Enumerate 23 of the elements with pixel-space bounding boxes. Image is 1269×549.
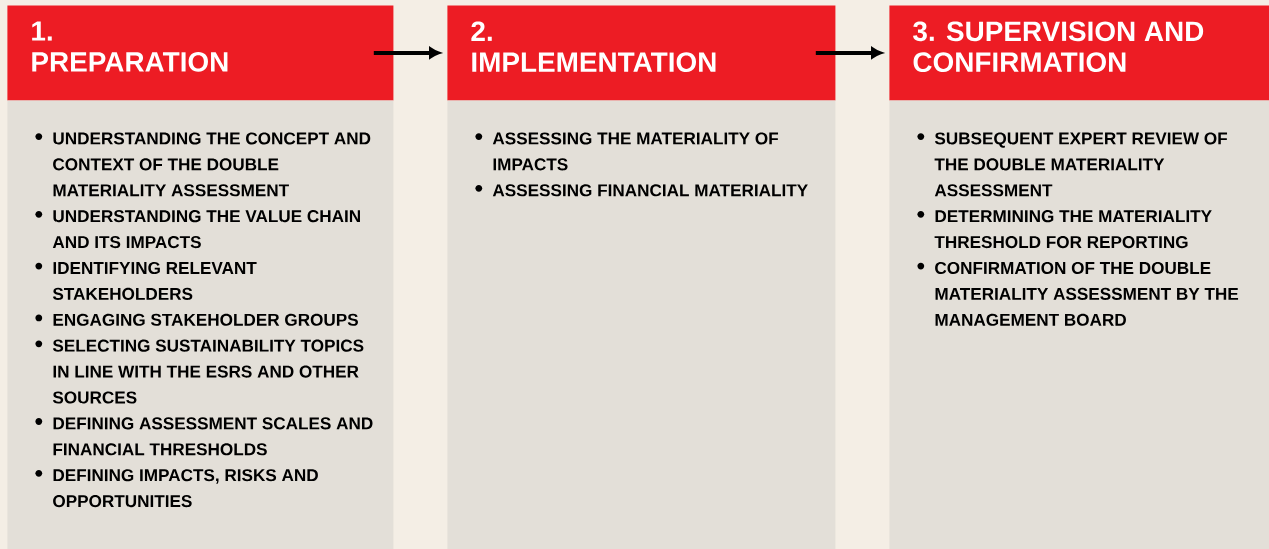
- bullet-item: DEFINING ASSESSMENT SCALES AND FINANCIAL THRESHOLDS: [53, 417, 373, 456]
- step-heading: 1. PREPARATION: [32, 21, 228, 72]
- bullet-item: DETERMINING THE MATERIALITY THRESHOLD FOR REPORTING: [934, 210, 1212, 249]
- bullet-item: DEFINING IMPACTS, RISKS AND OPPORTUNITIES: [53, 469, 318, 508]
- content-panel: [447, 100, 836, 549]
- bullet-item: UNDERSTANDING THE VALUE CHAIN AND ITS IMPACTS: [52, 210, 360, 249]
- bullet-item: IDENTIFYING RELEVANT STAKEHOLDERS: [52, 261, 257, 300]
- step-heading: 3. SUPERVISION AND CONFIRMATION: [913, 21, 1204, 73]
- step-header: [7, 5, 394, 101]
- step-header: [889, 5, 1269, 101]
- bullet-item: ENGAGING STAKEHOLDER GROUPS: [53, 313, 358, 326]
- bullet-item: CONFIRMATION OF THE DOUBLE MATERIALITY ASSESSMENT BY THE MANAGEMENT BOARD: [935, 261, 1239, 326]
- step-header: [447, 5, 836, 101]
- arrow: [815, 47, 882, 59]
- step-heading: 2. IMPLEMENTATION: [471, 21, 716, 73]
- content-panel: [7, 100, 394, 549]
- bullet-item: ASSESSING THE MATERIALITY OF IMPACTS: [492, 132, 779, 171]
- bullet-item: ASSESSING FINANCIAL MATERIALITY: [492, 184, 808, 197]
- content-panel: [889, 100, 1269, 549]
- bullet-item: SELECTING SUSTAINABILITY TOPICS IN LINE WITH THE ESRS AND OTHER SOURCES: [52, 339, 364, 404]
- bullet-item: UNDERSTANDING THE CONCEPT AND CONTEXT OF THE DOUBLE MATERIALITY ASSESSMENT: [53, 132, 371, 197]
- arrow: [373, 47, 440, 59]
- bullet-item: SUBSEQUENT EXPERT REVIEW OF THE DOUBLE MATERIALITY ASSESSMENT: [934, 132, 1228, 197]
